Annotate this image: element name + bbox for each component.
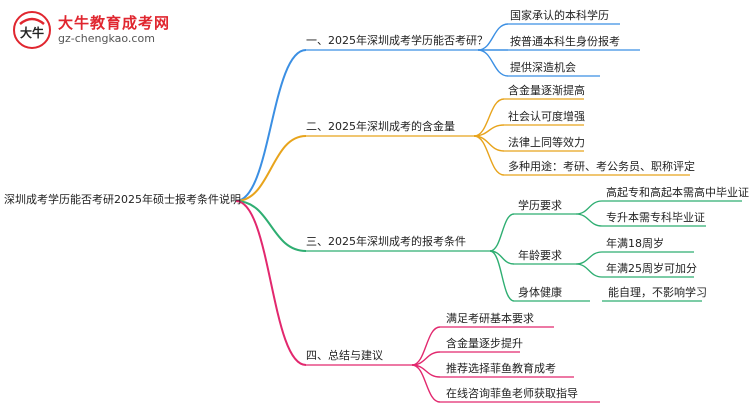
branch-3-sub-2: 年龄要求 [518, 249, 562, 262]
branch-4-leaf-2: 含金量逐步提升 [446, 337, 523, 350]
branch-3-sub-2-leaf-1: 年满18周岁 [606, 237, 664, 250]
branch-3-label: 三、2025年深圳成考的报考条件 [306, 235, 466, 248]
branch-1-leaf-3: 提供深造机会 [510, 61, 576, 74]
edge-root-branch-2 [235, 135, 307, 202]
branch-3-sub-3-leaf-1: 能自理，不影响学习 [608, 286, 707, 299]
edge-b4-leaf-4 [411, 364, 441, 403]
branch-1-leaf-1: 国家承认的本科学历 [510, 9, 609, 22]
branch-4-leaf-3: 推荐选择菲鱼教育成考 [446, 362, 556, 375]
branch-3-sub-2-leaf-2: 年满25周岁可加分 [606, 262, 697, 275]
branch-4-label: 四、总结与建议 [306, 349, 383, 362]
logo-mark-icon: 大牛 [13, 11, 51, 49]
edge-b1-leaf-1 [477, 23, 509, 51]
edge-root-branch-4 [235, 200, 307, 366]
branch-4-leaf-1: 满足考研基本要求 [446, 312, 534, 325]
mindmap-root: 深圳成考学历能否考研2025年硕士报考条件说明 [4, 193, 241, 206]
branch-3-sub-1-leaf-2: 专升本需专科毕业证 [606, 211, 705, 224]
logo-title: 大牛教育成考网 [58, 14, 171, 32]
edge-b3-sub2-leaf-2 [575, 263, 603, 278]
branch-2-leaf-1: 含金量逐渐提高 [508, 84, 585, 97]
edge-b4-leaf-1 [411, 326, 441, 366]
branch-3-sub-3: 身体健康 [518, 286, 562, 299]
branch-2-label: 二、2025年深圳成考的含金量 [306, 120, 455, 133]
edge-root-branch-1 [235, 49, 307, 202]
edge-b2-leaf-1 [473, 98, 505, 137]
logo-mark-text: 大牛 [20, 25, 44, 40]
branch-3-sub-1-leaf-1: 高起专和高起本需高中毕业证 [606, 186, 749, 199]
edge-b1-leaf-3 [477, 49, 509, 77]
edge-b3-sub1-leaf-2 [575, 213, 603, 227]
branch-2-leaf-4: 多种用途：考研、考公务员、职称评定 [508, 160, 695, 173]
edge-b3-sub-3 [489, 250, 515, 302]
edge-b3-sub2-leaf-1 [575, 251, 603, 265]
branch-1-leaf-2: 按普通本科生身份报考 [510, 35, 620, 48]
edge-b3-sub-1 [489, 213, 515, 252]
branch-2-leaf-2: 社会认可度增强 [508, 110, 585, 123]
branch-4-leaf-4: 在线咨询菲鱼老师获取指导 [446, 387, 578, 400]
logo-url: gz-chengkao.com [58, 32, 155, 45]
branch-3-sub-1: 学历要求 [518, 199, 562, 212]
site-logo[interactable]: 大牛 大牛教育成考网 gz-chengkao.com [8, 10, 178, 52]
edge-root-branch-3 [235, 200, 307, 252]
branch-2-leaf-3: 法律上同等效力 [508, 136, 585, 149]
edge-b3-sub1-leaf-1 [575, 200, 603, 215]
edge-b2-leaf-3 [473, 135, 505, 152]
edge-b2-leaf-4 [473, 135, 505, 176]
branch-1-label: 一、2025年深圳成考学历能否考研？ [306, 34, 488, 47]
